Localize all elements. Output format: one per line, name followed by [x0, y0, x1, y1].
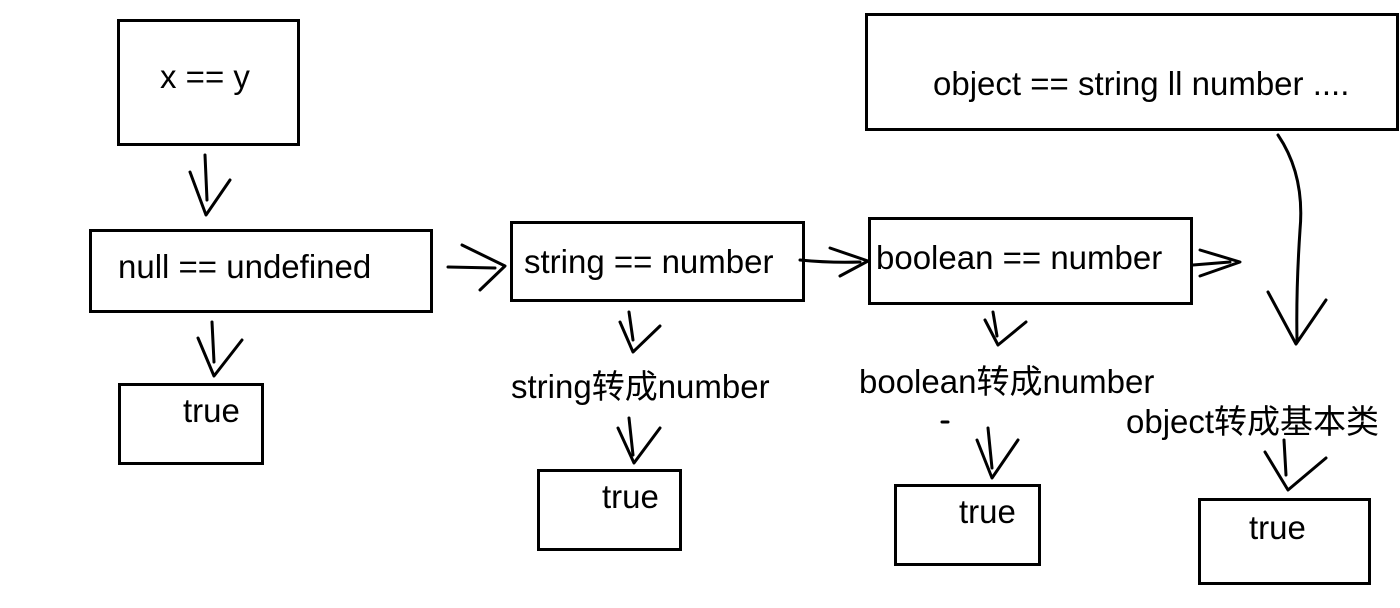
true-box-4	[1198, 498, 1371, 585]
arrow-start-to-null	[203, 153, 209, 202]
null-undefined-box	[89, 229, 433, 313]
object-to-primitive-label: object转成基本类	[1126, 403, 1380, 440]
string-to-number-label: string转成number	[511, 368, 770, 405]
true-label-3: true	[959, 493, 1016, 530]
arrow-object-down	[1276, 133, 1303, 342]
string-number-label: string == number	[524, 243, 774, 280]
start-label: x == y	[160, 58, 250, 95]
object-other-box	[865, 13, 1399, 131]
arrow-null-to-string	[446, 265, 497, 270]
true-box-1	[118, 383, 264, 465]
arrowhead-start-to-null	[188, 170, 232, 217]
arrowhead-object-convert-to-true	[1263, 450, 1328, 492]
arrowhead-boolean-convert-to-true	[975, 438, 1020, 480]
arrowhead-null-to-true	[196, 336, 244, 378]
true-box-2	[537, 469, 682, 551]
true-label-2: true	[602, 478, 659, 515]
true-box-3	[894, 484, 1041, 566]
arrowhead-string-to-boolean	[828, 246, 870, 278]
start-box	[117, 19, 300, 146]
arrow-boolean-down	[991, 310, 999, 338]
arrowhead-string-down	[618, 320, 662, 354]
arrow-string-to-boolean	[798, 258, 862, 264]
true-label-4: true	[1249, 509, 1306, 546]
arrow-boolean-convert-to-true	[986, 426, 994, 470]
arrow-string-convert-to-true	[627, 416, 635, 457]
true-label-1: true	[183, 392, 240, 429]
arrowhead-string-convert-to-true	[616, 426, 662, 465]
arrowhead-boolean-right	[1198, 248, 1242, 278]
string-number-box	[510, 221, 805, 302]
arrowhead-null-to-string	[460, 243, 507, 292]
object-other-label: object == string ll number ....	[933, 65, 1350, 102]
arrowhead-boolean-down	[983, 318, 1028, 347]
boolean-to-number-label: boolean转成number	[859, 363, 1155, 400]
arrow-string-down	[627, 310, 635, 342]
arrow-boolean-right	[1191, 260, 1232, 267]
null-undefined-label: null == undefined	[118, 248, 372, 285]
boolean-number-label: boolean == number	[876, 239, 1163, 276]
arrowhead-object-down	[1266, 290, 1328, 346]
arrow-object-convert-to-true	[1282, 438, 1288, 477]
arrow-null-to-true	[210, 320, 216, 364]
boolean-number-box	[868, 217, 1193, 305]
